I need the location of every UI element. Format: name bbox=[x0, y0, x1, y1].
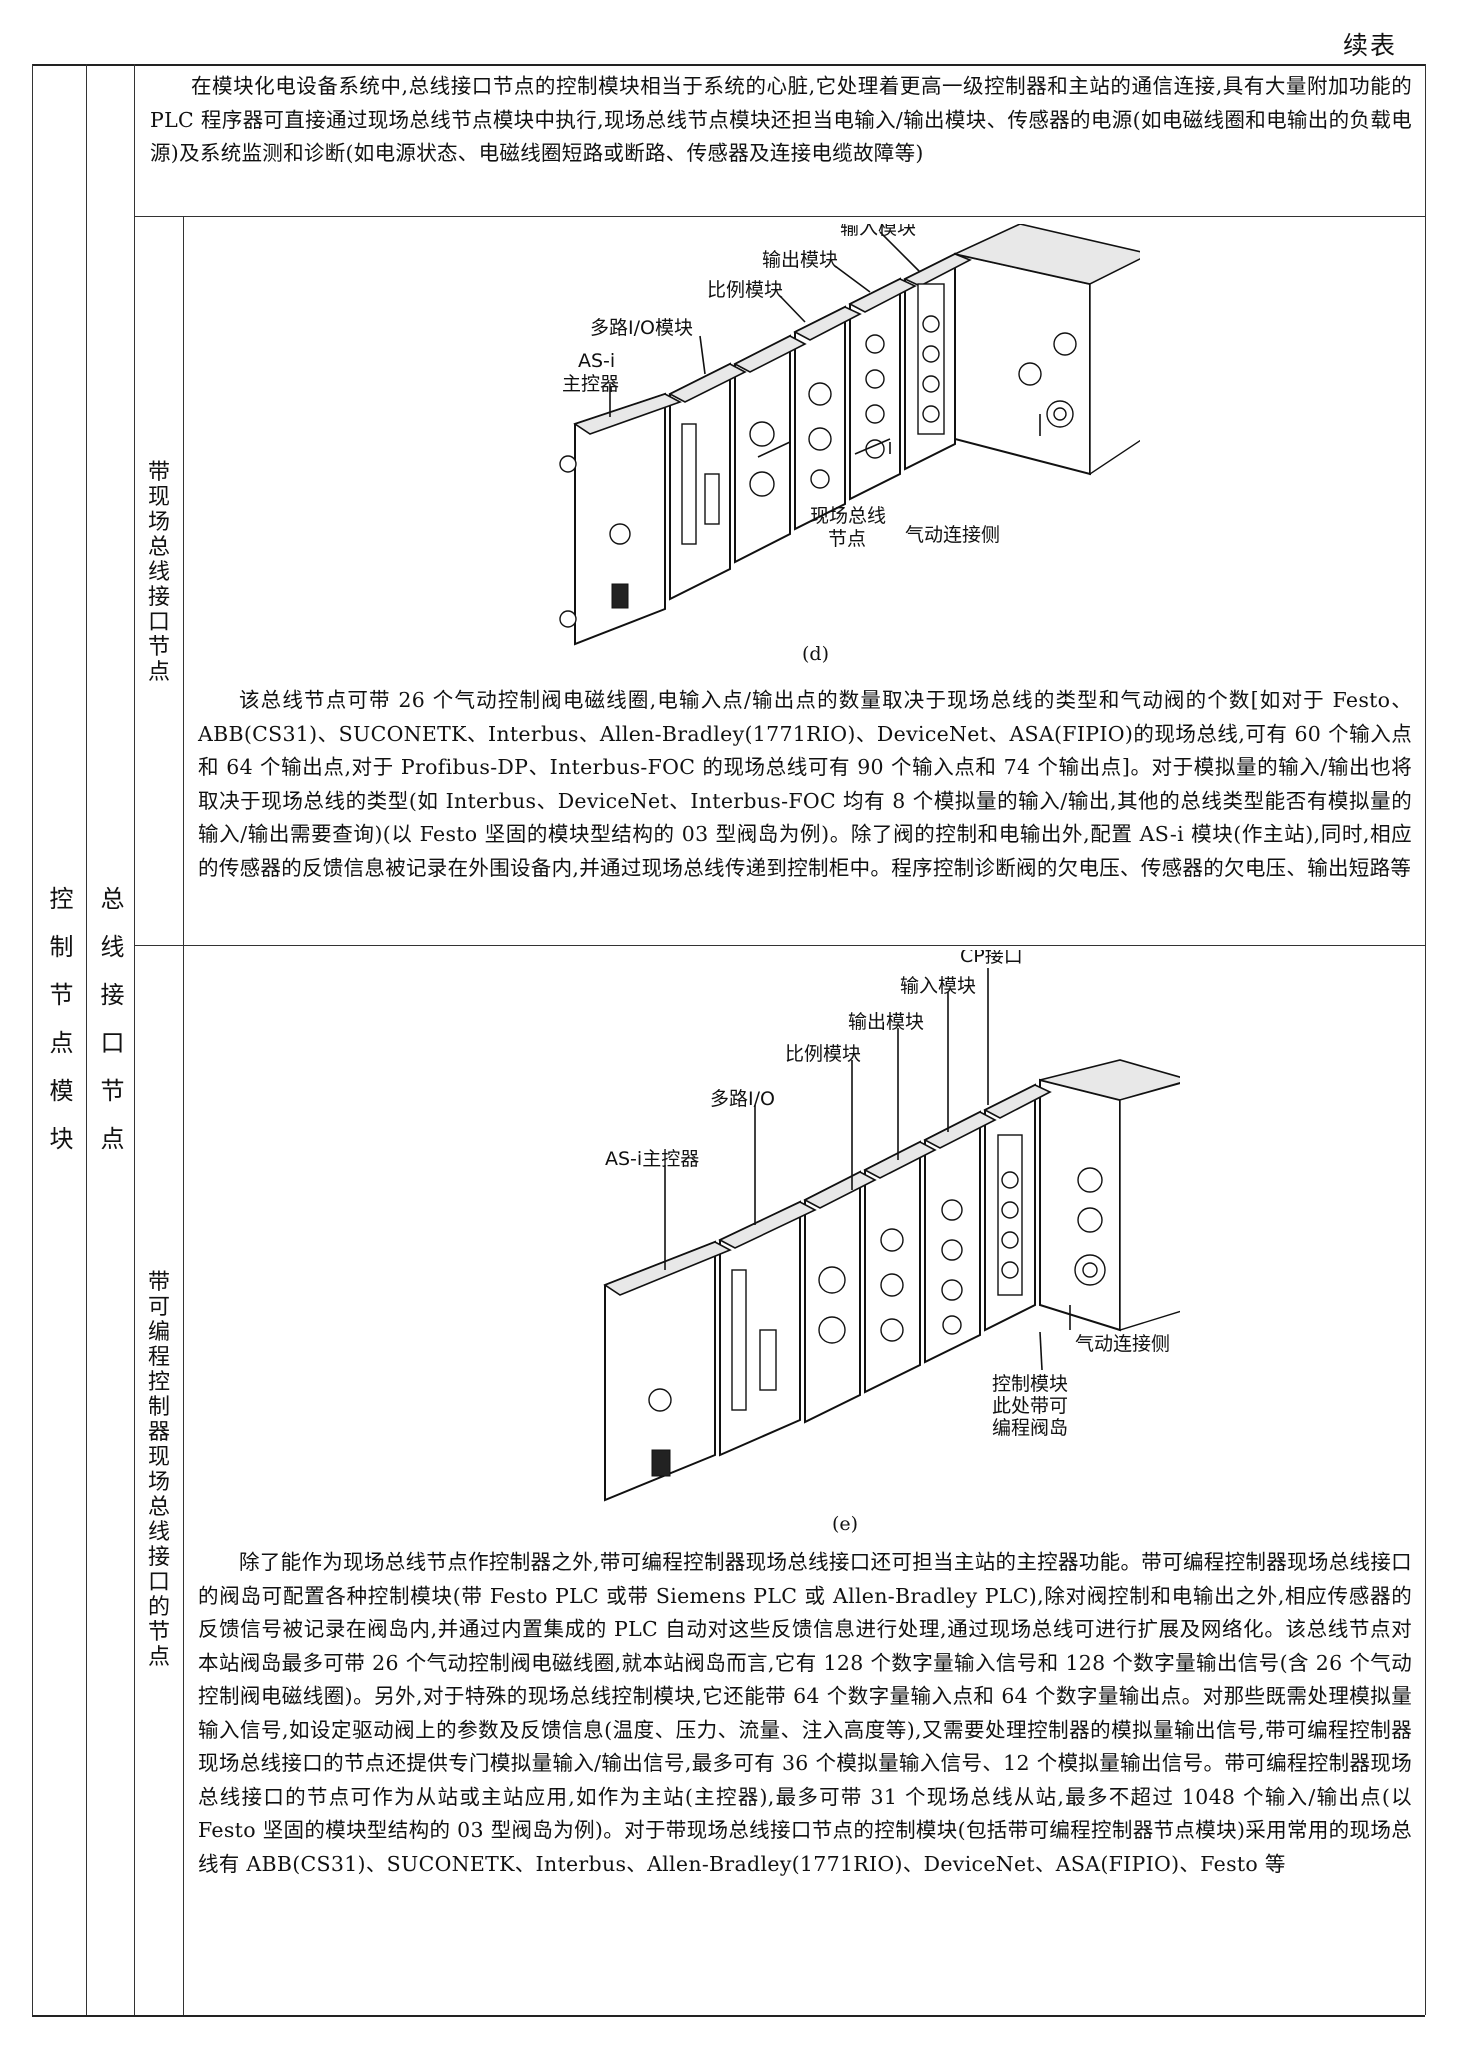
proportional-module bbox=[793, 305, 862, 531]
label-ctrl-line1: 控制模块 bbox=[992, 1373, 1068, 1395]
input-module bbox=[903, 252, 972, 471]
label-node-line1: 现场总线 bbox=[810, 505, 886, 527]
row2-paragraph: 除了能作为现场总线节点作控制器之外,带可编程控制器现场总线接口还可担当主站的主控… bbox=[198, 1550, 1412, 1876]
table-top-border bbox=[32, 64, 1425, 66]
continued-label: 续表 bbox=[1342, 31, 1397, 60]
label-input-module: 输入模块 bbox=[840, 224, 916, 239]
label-asi-line2: 主控器 bbox=[562, 373, 619, 395]
table-bottom-border bbox=[32, 2015, 1425, 2017]
label-proportional-module: 比例模块 bbox=[707, 279, 783, 301]
label-proportional-module-e: 比例模块 bbox=[785, 1043, 861, 1065]
tag-divider bbox=[183, 216, 184, 2015]
col1-divider bbox=[86, 64, 87, 2015]
col1-text: 控制节点模块 bbox=[45, 886, 73, 1174]
row-divider bbox=[134, 945, 1425, 946]
figure-d: 输入模块 输出模块 比例模块 多路I/O模块 AS-i 主控器 现场总线 节点 … bbox=[500, 224, 1140, 684]
col2-text: 总线接口节点 bbox=[96, 886, 124, 1174]
label-asi-master-e: AS-i主控器 bbox=[605, 1148, 699, 1170]
row1-tag: 带现场总线接口节点 bbox=[147, 460, 170, 685]
output-module-e bbox=[863, 1140, 937, 1394]
intro-divider bbox=[134, 216, 1425, 217]
label-pneumatic-side: 气动连接侧 bbox=[905, 524, 1000, 546]
pneumatic-side-module bbox=[952, 224, 1140, 476]
asi-master-module bbox=[559, 392, 682, 646]
figure-e-caption: (e) bbox=[832, 1513, 858, 1535]
table-left-border bbox=[32, 64, 33, 2015]
label-output-module-e: 输出模块 bbox=[848, 1011, 924, 1033]
intro-paragraph: 在模块化电设备系统中,总线接口节点的控制模块相当于系统的心脏,它处理着更高一级控… bbox=[150, 74, 1412, 165]
input-module-e bbox=[923, 1110, 997, 1364]
row2-tag: 带可编程控制器现场总线接口的节点 bbox=[147, 1270, 170, 1670]
label-input-module-e: 输入模块 bbox=[900, 975, 976, 997]
multi-io-module-e bbox=[718, 1200, 817, 1457]
table-right-border bbox=[1425, 64, 1426, 2015]
cp-interface-module bbox=[983, 1083, 1052, 1332]
label-cp-interface: CP接口 bbox=[960, 950, 1023, 967]
proportional-module-2 bbox=[733, 334, 807, 564]
col1-label: 控制节点模块 bbox=[45, 886, 73, 1174]
proportional-module-e bbox=[803, 1170, 877, 1424]
col2-divider bbox=[134, 64, 135, 2015]
figure-d-caption: (d) bbox=[802, 643, 829, 665]
multi-io-module bbox=[668, 362, 747, 601]
label-multi-io-module: 多路I/O模块 bbox=[590, 317, 693, 339]
row1-paragraph: 该总线节点可带 26 个气动控制阀电磁线圈,电输入点/输出点的数量取决于现场总线… bbox=[198, 688, 1412, 880]
label-pneumatic-side-e: 气动连接侧 bbox=[1075, 1333, 1170, 1355]
col2-label: 总线接口节点 bbox=[96, 886, 124, 1174]
asi-master-module-e bbox=[603, 1240, 732, 1502]
figure-e: CP接口 输入模块 输出模块 比例模块 多路I/O AS-i主控器 气动连接侧 … bbox=[420, 950, 1180, 1540]
label-ctrl-line2: 此处带可 bbox=[992, 1395, 1068, 1417]
pneumatic-side-module-e bbox=[1039, 1059, 1180, 1332]
label-node-line2: 节点 bbox=[828, 528, 866, 550]
label-multi-io-e: 多路I/O bbox=[710, 1088, 775, 1110]
label-ctrl-line3: 编程阀岛 bbox=[992, 1417, 1068, 1439]
label-output-module: 输出模块 bbox=[762, 249, 838, 271]
label-asi-line1: AS-i bbox=[578, 350, 615, 372]
output-module bbox=[848, 277, 917, 501]
